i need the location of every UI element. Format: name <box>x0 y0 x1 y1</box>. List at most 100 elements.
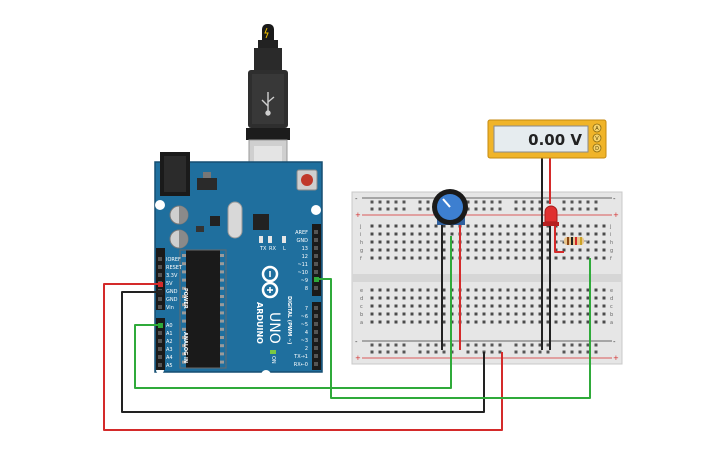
meter-terminal-label: A <box>595 126 599 132</box>
rx-led <box>268 236 272 243</box>
row-letter: f <box>610 256 612 262</box>
rx-label: RX <box>269 246 276 252</box>
digital-header-lower[interactable] <box>312 302 321 370</box>
brand-label: ARDUINO <box>255 302 264 344</box>
rail-plus-label: + <box>613 211 619 219</box>
resistor[interactable] <box>560 237 588 245</box>
header-pin[interactable] <box>314 338 318 342</box>
analog-header[interactable] <box>156 318 165 370</box>
meter-terminal-label: V <box>595 136 599 142</box>
rail-plus-label: + <box>613 354 619 362</box>
header-pin[interactable] <box>158 257 162 261</box>
header-pin[interactable] <box>158 265 162 269</box>
header-pin[interactable] <box>158 273 162 277</box>
mount-hole <box>311 205 321 215</box>
voltage-regulator <box>197 178 217 190</box>
meter-terminal[interactable] <box>592 143 602 153</box>
row-letter: c <box>360 304 363 310</box>
resistor-lead[interactable] <box>554 226 564 253</box>
header-pin[interactable] <box>314 322 318 326</box>
header-pin[interactable] <box>158 363 162 367</box>
arduino-uno-board[interactable]: TX RX L ARDUINO UNO ON IOREFRESET3.3V5VG… <box>154 152 323 380</box>
pin-label: AREF <box>295 230 308 236</box>
digital-header-upper[interactable] <box>312 224 321 296</box>
multimeter[interactable]: 0.00 V AVD <box>487 119 607 159</box>
header-pin[interactable] <box>158 297 162 301</box>
row-letter: d <box>610 296 613 302</box>
wire-red-5v[interactable] <box>103 283 503 431</box>
row-letter: e <box>610 288 613 294</box>
rail-minus-label: - <box>613 338 616 346</box>
red-led[interactable] <box>543 205 559 226</box>
pin-label: 13 <box>302 246 308 252</box>
header-pin[interactable] <box>314 262 318 266</box>
pin-label: ~9 <box>301 278 308 284</box>
header-pin[interactable] <box>314 238 318 242</box>
pin-label: Vin <box>166 305 174 311</box>
crystal-oscillator <box>227 201 243 239</box>
rail-minus-label: - <box>355 195 358 203</box>
pin-label: A5 <box>166 363 173 369</box>
meter-terminal[interactable] <box>592 123 602 133</box>
pin-label: TX→1 <box>293 354 308 360</box>
header-pin[interactable] <box>314 286 318 290</box>
pin-label: 3.3V <box>166 273 178 279</box>
meter-terminal[interactable] <box>592 133 602 143</box>
row-letter: h <box>610 240 613 246</box>
pin-label: RESET <box>166 265 183 271</box>
header-pin[interactable] <box>158 347 162 351</box>
wire-green-pin10[interactable] <box>316 258 591 399</box>
power-header[interactable] <box>156 248 165 310</box>
l-led <box>282 236 286 243</box>
header-pin[interactable] <box>314 254 318 258</box>
pin-label: GND <box>166 289 178 295</box>
usb-interface-chip <box>253 214 269 230</box>
row-letter: e <box>360 288 363 294</box>
row-letter: j <box>359 224 361 230</box>
row-letter: g <box>360 248 363 254</box>
multimeter-reading: 0.00 V <box>528 131 582 149</box>
pin-label: IOREF <box>166 257 181 263</box>
header-pin[interactable] <box>314 270 318 274</box>
usb-icon <box>261 92 275 116</box>
tx-label: TX <box>259 246 267 252</box>
row-letter: b <box>610 312 613 318</box>
reset-button[interactable] <box>296 169 318 191</box>
model-label: UNO <box>266 312 282 344</box>
small-chip <box>210 216 220 226</box>
header-pin[interactable] <box>158 339 162 343</box>
header-pin[interactable] <box>314 306 318 310</box>
header-pin[interactable] <box>314 246 318 250</box>
wire-black-gnd[interactable] <box>121 291 485 413</box>
header-pin[interactable] <box>314 330 318 334</box>
header-pin[interactable] <box>158 331 162 335</box>
row-letter: f <box>360 256 362 262</box>
on-label: ON <box>270 356 276 364</box>
wires[interactable] <box>103 156 591 431</box>
analog-section-label: ANALOG IN <box>182 332 188 363</box>
header-pin[interactable] <box>314 354 318 358</box>
row-letter: h <box>360 240 363 246</box>
header-pin[interactable] <box>158 355 162 359</box>
pin-label: 8 <box>305 286 308 292</box>
pin-label: A2 <box>166 339 173 345</box>
header-pin[interactable] <box>158 305 162 309</box>
header-pin[interactable] <box>314 314 318 318</box>
potentiometer[interactable] <box>432 189 468 225</box>
header-pin[interactable] <box>314 230 318 234</box>
rail-plus-label: + <box>355 354 361 362</box>
wire-endpoints <box>158 277 319 328</box>
pin-label: GND <box>297 238 309 244</box>
pin-label: ~6 <box>301 314 308 320</box>
rail-minus-label: - <box>355 338 358 346</box>
pin-label: 7 <box>305 306 308 312</box>
rail-minus-label: - <box>613 195 616 203</box>
power-section-label: POWER <box>182 288 188 309</box>
wire-green-a0[interactable] <box>134 236 452 389</box>
row-letter: c <box>610 304 613 310</box>
header-pin[interactable] <box>314 362 318 366</box>
header-pin[interactable] <box>314 346 318 350</box>
pin-label: RX←0 <box>294 362 308 368</box>
